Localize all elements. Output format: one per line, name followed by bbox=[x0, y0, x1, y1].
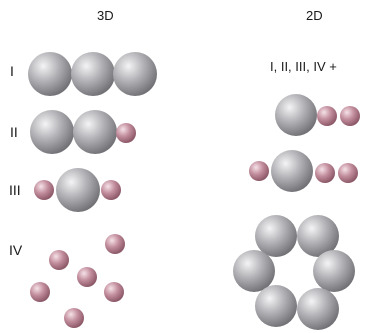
large-sphere bbox=[73, 110, 117, 154]
small-sphere bbox=[101, 180, 121, 200]
large-sphere bbox=[275, 94, 317, 136]
row-II-3d-group bbox=[30, 110, 136, 154]
large-sphere bbox=[297, 288, 339, 330]
large-sphere bbox=[28, 52, 72, 96]
large-sphere bbox=[255, 285, 297, 327]
small-sphere bbox=[105, 234, 125, 254]
small-sphere bbox=[49, 250, 69, 270]
large-sphere bbox=[233, 250, 275, 292]
large-sphere bbox=[113, 52, 157, 96]
two-d-group-label: I, II, III, IV + bbox=[270, 59, 337, 74]
small-sphere bbox=[64, 308, 84, 328]
small-sphere bbox=[104, 282, 124, 302]
two-d-cluster-a bbox=[275, 94, 360, 136]
two-d-ring-cluster bbox=[233, 215, 355, 330]
row-label-II: II bbox=[10, 124, 18, 140]
header-2d: 2D bbox=[306, 8, 323, 23]
large-sphere bbox=[297, 215, 339, 257]
row-III-3d-group bbox=[34, 168, 121, 212]
large-sphere bbox=[255, 215, 297, 257]
large-sphere bbox=[313, 250, 355, 292]
small-sphere bbox=[317, 106, 337, 126]
two-d-cluster-b bbox=[249, 150, 358, 192]
small-sphere bbox=[338, 163, 358, 183]
row-I-3d-group bbox=[28, 52, 157, 96]
large-sphere bbox=[30, 110, 74, 154]
small-sphere bbox=[315, 163, 335, 183]
row-label-IV: IV bbox=[9, 242, 23, 258]
small-sphere bbox=[116, 123, 136, 143]
large-sphere bbox=[71, 52, 115, 96]
small-sphere bbox=[30, 282, 50, 302]
row-label-III: III bbox=[9, 182, 21, 198]
small-sphere bbox=[77, 267, 97, 287]
small-sphere bbox=[249, 161, 269, 181]
small-sphere bbox=[340, 106, 360, 126]
large-sphere bbox=[56, 168, 100, 212]
header-3d: 3D bbox=[97, 8, 114, 23]
row-label-I: I bbox=[10, 63, 14, 79]
row-IV-3d-group bbox=[30, 234, 125, 328]
large-sphere bbox=[271, 150, 313, 192]
small-sphere bbox=[34, 180, 54, 200]
